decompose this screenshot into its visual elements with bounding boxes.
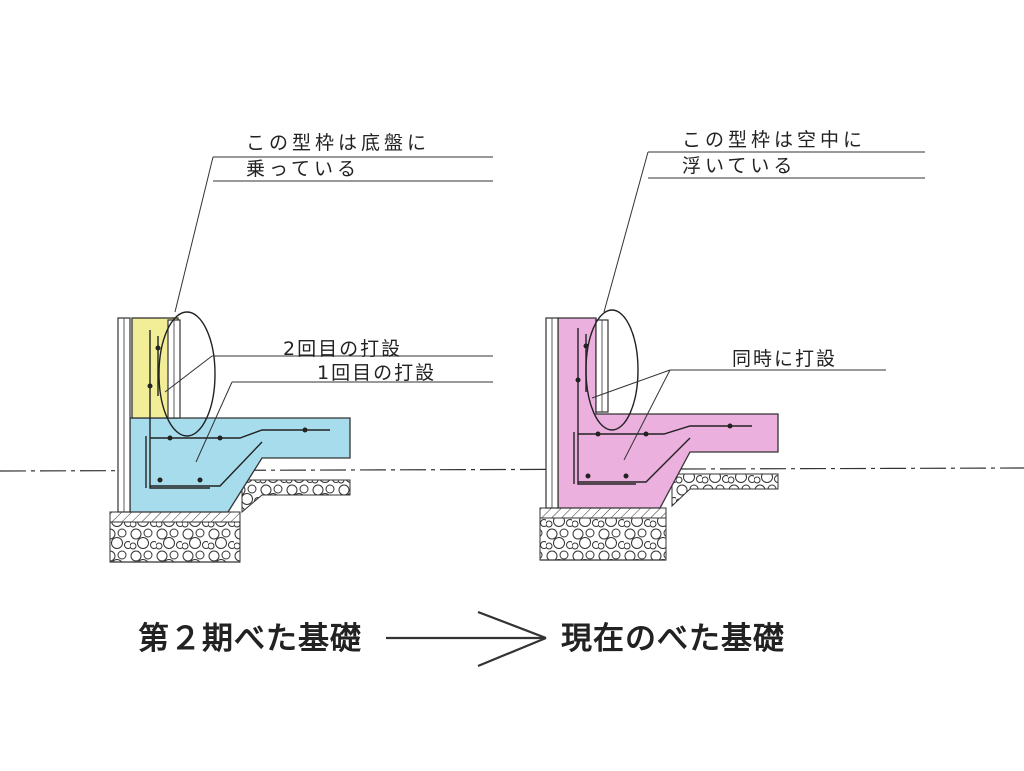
right-blinding [539,507,667,519]
right-callout-line1: この型枠は空中に [682,129,867,151]
right-gravel-slab [671,473,779,508]
right-arrow-icon [386,610,547,668]
left-detail [109,156,493,563]
right-gravel-footing [539,517,667,561]
left-gravel-footing [109,521,241,563]
left-pour-first-label: 1回目の打設 [317,362,437,384]
caption-right: 現在のべた基礎 [561,621,785,657]
left-callout-line1: この型枠は底盤に [246,132,431,154]
left-callout-line2: 乗っている [246,158,361,180]
left-callout-ellipse [158,311,216,437]
caption-left: 第２期べた基礎 [138,621,362,657]
right-pour-same-label: 同時に打設 [732,348,838,370]
right-callout-line2: 浮いている [682,155,797,177]
left-blinding [109,511,241,523]
right-callout-ellipse [585,309,639,431]
left-gravel-slab [241,479,351,514]
right-detail [539,151,925,561]
left-pour-second-label: 2回目の打設 [283,338,403,360]
